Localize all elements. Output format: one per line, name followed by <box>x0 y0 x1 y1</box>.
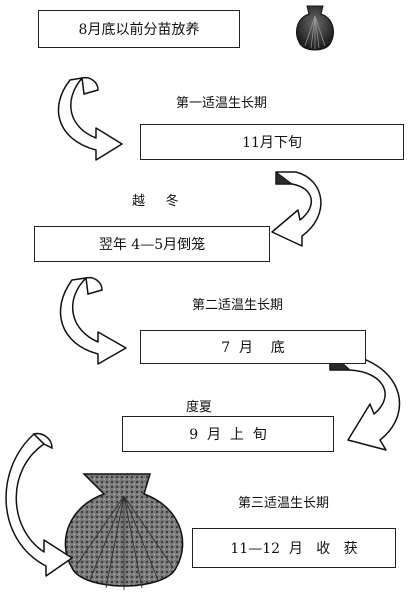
period-label-oversummering: 度夏 <box>186 400 213 415</box>
stage-box-text: 翌年 4—5月倒笼 <box>98 237 206 253</box>
stage-box-early-september: 9 月 上 旬 <box>122 416 334 452</box>
curved-arrow-icon <box>59 276 127 365</box>
stage-box-stocking: 8月底以前分苗放养 <box>38 10 240 48</box>
stage-box-text: 11月下旬 <box>242 135 302 151</box>
stage-box-text: 11—12 月 收 获 <box>230 541 358 557</box>
stage-box-harvest: 11—12 月 收 获 <box>192 528 396 568</box>
curved-arrow-icon <box>5 432 73 577</box>
period-label-second-growth: 第二适温生长期 <box>192 298 284 313</box>
large-scallop-shell-icon <box>64 473 184 590</box>
stage-box-text: 8月底以前分苗放养 <box>78 22 200 38</box>
stage-box-end-july: 7 月 底 <box>140 330 366 364</box>
stage-box-cage-change: 翌年 4—5月倒笼 <box>34 226 270 262</box>
period-label-overwintering: 越 冬 <box>132 194 179 209</box>
period-label-third-growth: 第三适温生长期 <box>238 496 330 511</box>
stage-box-text: 9 月 上 旬 <box>189 427 267 443</box>
curved-arrow-icon <box>57 76 123 161</box>
period-label-first-growth: 第一适温生长期 <box>176 96 268 111</box>
small-scallop-shell-icon <box>296 5 334 51</box>
curved-arrow-icon <box>329 350 401 451</box>
stage-box-late-november: 11月下旬 <box>140 124 404 160</box>
stage-box-text: 7 月 底 <box>221 340 285 356</box>
curved-arrow-icon <box>271 171 322 247</box>
